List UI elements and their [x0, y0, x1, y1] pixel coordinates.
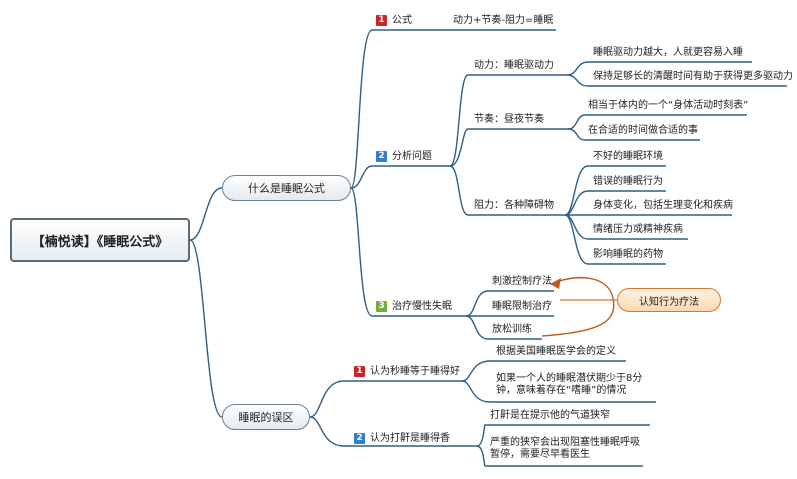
priority-3-icon: 3: [376, 301, 387, 312]
subtopic-snoring[interactable]: 认为打鼾是睡得香: [370, 433, 450, 444]
leaf-rhythm-1[interactable]: 相当于体内的一个“身体活动时刻表”: [588, 100, 749, 111]
priority-1-icon: 1: [354, 366, 365, 377]
leaf-resistance-4[interactable]: 情绪压力或精神疾病: [593, 224, 683, 235]
subtopic-analysis[interactable]: 分析问题: [392, 151, 432, 162]
leaf-relaxation[interactable]: 放松训练: [492, 324, 532, 335]
topic-what-is-sleep-formula[interactable]: 什么是睡眠公式: [222, 175, 351, 201]
leaf-sleep-restriction[interactable]: 睡眠限制治疗: [492, 301, 552, 312]
leaf-resistance-3[interactable]: 身体变化，包括生理变化和疾病: [593, 200, 733, 211]
leaf-fast-sleep-2[interactable]: 如果一个人的睡眠潜伏期少于8分钟，意味着存在“嗜睡”的情况: [496, 373, 643, 396]
subtopic-formula[interactable]: 公式: [392, 15, 412, 26]
leaf-drive-2[interactable]: 保持足够长的清醒时间有助于获得更多驱动力: [593, 71, 793, 82]
leaf-fast-sleep-1[interactable]: 根据美国睡眠医学会的定义: [496, 346, 616, 357]
leaf-rhythm-2[interactable]: 在合适的时间做合适的事: [588, 125, 698, 136]
group-drive[interactable]: 动力：睡眠驱动力: [474, 60, 554, 71]
root-topic[interactable]: 【楠悦读】《睡眠公式》: [10, 218, 190, 262]
subtopic-fast-sleep[interactable]: 认为秒睡等于睡得好: [370, 366, 460, 377]
priority-2-icon: 2: [376, 151, 387, 162]
leaf-resistance-1[interactable]: 不好的睡眠环境: [593, 151, 663, 162]
priority-1-icon: 1: [376, 15, 387, 26]
callout-cbt[interactable]: 认知行为疗法: [617, 288, 721, 312]
leaf-stimulus-control[interactable]: 刺激控制疗法: [492, 276, 552, 287]
leaf-resistance-2[interactable]: 错误的睡眠行为: [593, 176, 663, 187]
formula-text[interactable]: 动力+节奏-阻力=睡眠: [453, 15, 554, 26]
leaf-snoring-2[interactable]: 严重的狭窄会出现阻塞性睡眠呼吸暂停，需要尽早看医生: [490, 437, 640, 460]
leaf-resistance-5[interactable]: 影响睡眠的药物: [593, 249, 663, 260]
leaf-drive-1[interactable]: 睡眠驱动力越大，人就更容易入睡: [593, 47, 743, 58]
group-rhythm[interactable]: 节奏：昼夜节奏: [474, 114, 544, 125]
group-resistance[interactable]: 阻力：各种障碍物: [474, 200, 554, 211]
topic-sleep-misconceptions[interactable]: 睡眠的误区: [222, 404, 310, 430]
subtopic-treat-insomnia[interactable]: 治疗慢性失眠: [392, 301, 452, 312]
priority-2-icon: 2: [354, 433, 365, 444]
leaf-snoring-1[interactable]: 打鼾是在提示他的气道狭窄: [490, 410, 610, 421]
